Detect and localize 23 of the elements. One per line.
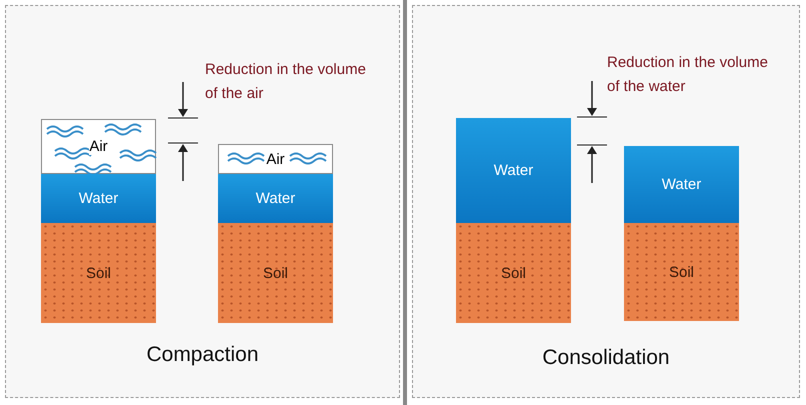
panel-title: Consolidation	[541, 346, 671, 370]
layer-label: Soil	[500, 264, 526, 282]
soil-layer	[456, 223, 571, 323]
water-layer	[41, 174, 156, 223]
layer-label: Water	[256, 190, 296, 207]
water-layer	[456, 118, 571, 223]
water-layer	[218, 174, 333, 223]
layer-label: Soil	[668, 264, 694, 280]
soil-layer	[41, 223, 156, 323]
layer-label: Water	[494, 162, 534, 179]
layer-label: Water	[662, 176, 702, 193]
dashed-panel	[412, 5, 800, 398]
dashed-panel	[5, 5, 400, 398]
annotation-text: Reduction in the volume of the air	[205, 60, 367, 104]
soil-layer	[624, 223, 739, 321]
annotation-text: Reduction in the volume of the water	[607, 53, 769, 97]
layer-label: Water	[78, 190, 118, 207]
panel-title: Compaction	[145, 343, 260, 367]
layer-label: Air	[89, 138, 108, 155]
layer-label: Soil	[86, 264, 111, 282]
water-layer	[624, 146, 739, 223]
layer-label: Soil	[262, 264, 288, 282]
soil-layer	[218, 223, 333, 323]
